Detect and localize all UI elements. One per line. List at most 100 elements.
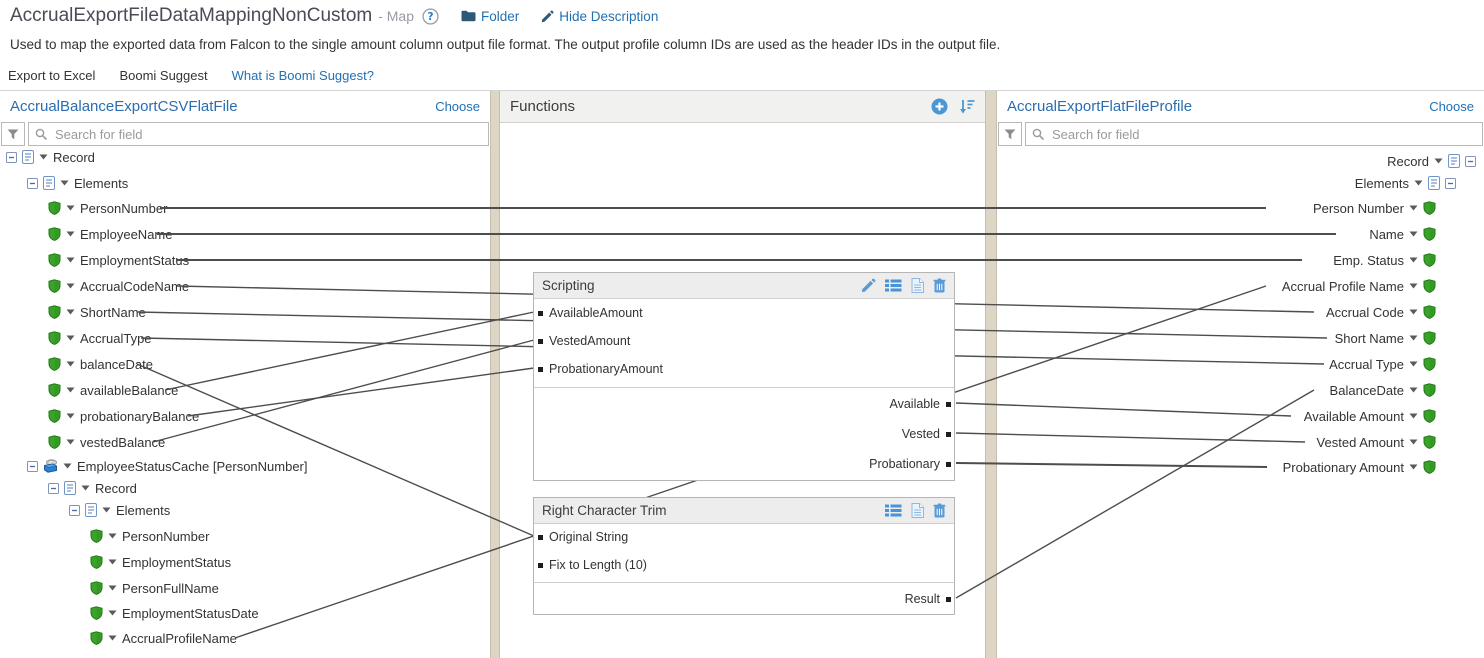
caret-down-icon[interactable]	[66, 361, 75, 367]
tree-item-balancedate[interactable]: balanceDate	[0, 354, 490, 374]
input-connector[interactable]	[538, 534, 543, 540]
caret-down-icon[interactable]	[1409, 205, 1418, 211]
input-connector[interactable]	[538, 338, 543, 344]
input-connector[interactable]	[538, 310, 543, 316]
tree-item-accrual-profile-name[interactable]: Accrual Profile Name	[997, 276, 1484, 296]
tree-item-vested-amount[interactable]: Vested Amount	[997, 432, 1484, 452]
tree-item-name[interactable]: Name	[997, 224, 1484, 244]
caret-down-icon[interactable]	[108, 585, 117, 591]
caret-down-icon[interactable]	[39, 154, 48, 160]
tree-item-short-name[interactable]: Short Name	[997, 328, 1484, 348]
caret-down-icon[interactable]	[66, 257, 75, 263]
shield-icon[interactable]	[48, 331, 61, 345]
function-input-original-string[interactable]: Original String	[538, 528, 628, 546]
caret-down-icon[interactable]	[1409, 257, 1418, 263]
tree-item-employmentstatus[interactable]: EmploymentStatus	[0, 250, 490, 270]
shield-icon[interactable]	[48, 253, 61, 267]
caret-down-icon[interactable]	[108, 559, 117, 565]
caret-down-icon[interactable]	[66, 387, 75, 393]
caret-down-icon[interactable]	[1409, 439, 1418, 445]
source-filter-button[interactable]	[1, 122, 25, 146]
tree-item-record[interactable]: Record	[0, 147, 490, 167]
shield-icon[interactable]	[48, 305, 61, 319]
tree-item-elements[interactable]: Elements	[997, 173, 1484, 193]
shield-icon[interactable]	[1423, 305, 1436, 319]
source-choose-button[interactable]: Choose	[435, 99, 480, 114]
hide-description-button[interactable]: Hide Description	[541, 9, 658, 24]
shield-icon[interactable]	[1423, 253, 1436, 267]
tree-item-available-amount[interactable]: Available Amount	[997, 406, 1484, 426]
folder-button[interactable]: Folder	[461, 9, 519, 24]
shield-icon[interactable]	[1423, 279, 1436, 293]
shield-icon[interactable]	[90, 555, 103, 569]
shield-icon[interactable]	[1423, 331, 1436, 345]
input-connector[interactable]	[538, 366, 543, 372]
shield-icon[interactable]	[90, 529, 103, 543]
add-function-button[interactable]	[931, 98, 948, 115]
caret-down-icon[interactable]	[66, 335, 75, 341]
caret-down-icon[interactable]	[1409, 309, 1418, 315]
shield-icon[interactable]	[1423, 201, 1436, 215]
export-to-excel-button[interactable]: Export to Excel	[8, 68, 96, 83]
caret-down-icon[interactable]	[108, 610, 117, 616]
collapse-icon[interactable]	[6, 151, 17, 163]
target-filter-button[interactable]	[998, 122, 1022, 146]
table-icon[interactable]	[885, 279, 902, 292]
tree-item-availablebalance[interactable]: availableBalance	[0, 380, 490, 400]
tree-item-personnumber[interactable]: PersonNumber	[0, 526, 490, 546]
shield-icon[interactable]	[1423, 435, 1436, 449]
collapse-icon[interactable]	[27, 177, 38, 189]
tree-item-elements[interactable]: Elements	[0, 500, 490, 520]
copy-icon[interactable]	[911, 278, 924, 293]
shield-icon[interactable]	[90, 631, 103, 645]
tree-item-personnumber[interactable]: PersonNumber	[0, 198, 490, 218]
tree-item-accrual-type[interactable]: Accrual Type	[997, 354, 1484, 374]
collapse-icon[interactable]	[27, 460, 38, 472]
caret-down-icon[interactable]	[1409, 464, 1418, 470]
shield-icon[interactable]	[1423, 357, 1436, 371]
tree-item-vestedbalance[interactable]: vestedBalance	[0, 432, 490, 452]
tree-item-record[interactable]: Record	[0, 478, 490, 498]
caret-down-icon[interactable]	[66, 283, 75, 289]
boomi-suggest-button[interactable]: Boomi Suggest	[119, 68, 208, 83]
tree-item-employeename[interactable]: EmployeeName	[0, 224, 490, 244]
caret-down-icon[interactable]	[66, 439, 75, 445]
tree-item-shortname[interactable]: ShortName	[0, 302, 490, 322]
caret-down-icon[interactable]	[1409, 413, 1418, 419]
output-connector[interactable]	[946, 431, 951, 437]
tree-item-personfullname[interactable]: PersonFullName	[0, 578, 490, 598]
tree-item-probationary-amount[interactable]: Probationary Amount	[997, 457, 1484, 477]
shield-icon[interactable]	[1423, 383, 1436, 397]
caret-down-icon[interactable]	[66, 309, 75, 315]
shield-icon[interactable]	[48, 357, 61, 371]
tree-item-elements[interactable]: Elements	[0, 173, 490, 193]
tree-item-probationarybalance[interactable]: probationaryBalance	[0, 406, 490, 426]
caret-down-icon[interactable]	[108, 533, 117, 539]
shield-icon[interactable]	[48, 201, 61, 215]
tree-item-accrualtype[interactable]: AccrualType	[0, 328, 490, 348]
shield-icon[interactable]	[90, 581, 103, 595]
shield-icon[interactable]	[90, 606, 103, 620]
collapse-icon[interactable]	[1445, 177, 1456, 189]
caret-down-icon[interactable]	[1409, 231, 1418, 237]
function-output-vested[interactable]: Vested	[902, 425, 951, 443]
shield-icon[interactable]	[48, 409, 61, 423]
function-output-probationary[interactable]: Probationary	[869, 455, 951, 473]
caret-down-icon[interactable]	[66, 231, 75, 237]
function-input-vestedamount[interactable]: VestedAmount	[538, 332, 630, 350]
function-input-availableamount[interactable]: AvailableAmount	[538, 304, 643, 322]
shield-icon[interactable]	[48, 435, 61, 449]
caret-down-icon[interactable]	[108, 635, 117, 641]
shield-icon[interactable]	[48, 227, 61, 241]
copy-icon[interactable]	[911, 503, 924, 518]
shield-icon[interactable]	[1423, 460, 1436, 474]
output-connector[interactable]	[946, 461, 951, 467]
caret-down-icon[interactable]	[1409, 361, 1418, 367]
help-icon[interactable]: ?	[422, 7, 439, 25]
caret-down-icon[interactable]	[66, 205, 75, 211]
output-connector[interactable]	[946, 401, 951, 407]
collapse-icon[interactable]	[1465, 155, 1476, 167]
input-connector[interactable]	[538, 562, 543, 568]
collapse-icon[interactable]	[48, 482, 59, 494]
